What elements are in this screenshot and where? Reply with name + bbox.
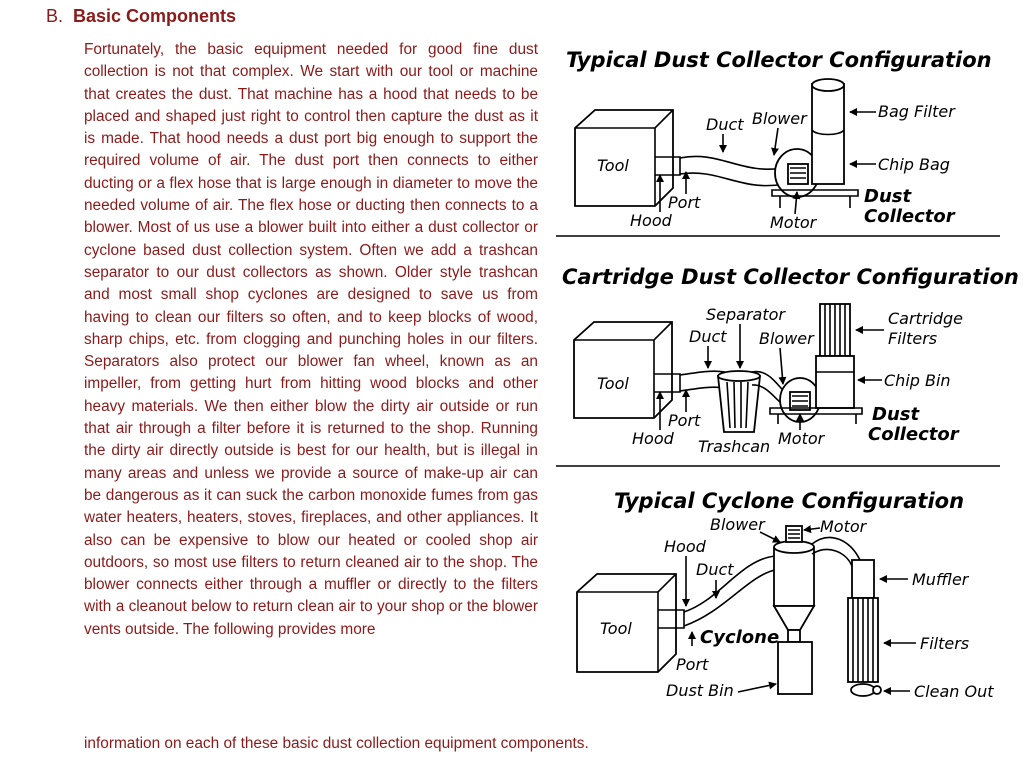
bag-filter [811, 78, 845, 185]
tool-box [573, 321, 673, 419]
cartridge-filter [815, 303, 855, 409]
blower-label: Blower [710, 515, 766, 534]
body-last-line: information on each of these basic dust … [84, 735, 589, 752]
clean-out-label: Clean Out [914, 682, 994, 701]
typical-diagram-title: Typical Dust Collector Configuration [566, 48, 992, 72]
muffler-label: Muffler [912, 570, 970, 589]
section-title: Basic Components [73, 6, 237, 26]
motor-label: Motor [778, 429, 826, 448]
port-label: Port [668, 193, 701, 212]
filter-stack [847, 597, 882, 697]
cyclone-diagram-title: Typical Cyclone Configuration [614, 489, 964, 513]
hood-label: Hood [630, 211, 673, 230]
bag-filter-label: Bag Filter [878, 102, 956, 121]
tool-label: Tool [600, 619, 632, 638]
blower-label: Blower [752, 109, 808, 128]
tool-box [576, 573, 677, 673]
collector-label: Collector [868, 424, 960, 445]
cartridge-label: Cartridge [888, 309, 963, 328]
motor-label: Motor [770, 213, 818, 232]
tool-label: Tool [597, 156, 629, 175]
tool-box [574, 109, 674, 207]
collector-label: Collector [864, 206, 956, 227]
dust-bin [777, 641, 813, 695]
chip-bag-label: Chip Bag [878, 155, 950, 174]
chip-bin-label: Chip Bin [884, 371, 951, 390]
cyclone-diagram: Typical Cyclone Configuration Tool [576, 489, 994, 701]
blower-label: Blower [759, 329, 815, 348]
section-heading: B. Basic Components [46, 6, 236, 27]
tool-label: Tool [597, 374, 629, 393]
trashcan-label: Trashcan [698, 437, 770, 456]
trashcan-separator [716, 370, 762, 433]
cartridge-dust-collector-diagram: Cartridge Dust Collector Configuration T… [556, 265, 1019, 467]
body-paragraph: Fortunately, the basic equipment needed … [84, 41, 538, 638]
duct-label: Duct [706, 115, 744, 134]
muffler [851, 559, 875, 599]
motor-label: Motor [820, 517, 868, 536]
duct-label: Duct [689, 327, 727, 346]
port-label: Port [676, 655, 709, 674]
blower-housing [774, 148, 820, 198]
dust-bin-label: Dust Bin [666, 681, 734, 700]
filters-label: Filters [920, 634, 969, 653]
typical-dust-collector-diagram: Typical Dust Collector Configuration Too… [556, 48, 1000, 237]
port-label: Port [668, 411, 701, 430]
cartridge-diagram-title: Cartridge Dust Collector Configuration [562, 265, 1019, 289]
blower-housing [779, 377, 821, 423]
cyclone-label: Cyclone [700, 627, 779, 648]
cyclone-body [772, 525, 816, 643]
section-letter: B. [46, 6, 64, 26]
duct-label: Duct [696, 560, 734, 579]
filters-label: Filters [888, 329, 937, 348]
hood-label: Hood [664, 537, 707, 556]
dust-label: Dust [864, 186, 912, 207]
dust-label: Dust [872, 404, 920, 425]
separator-label: Separator [706, 305, 786, 324]
hood-label: Hood [632, 429, 675, 448]
